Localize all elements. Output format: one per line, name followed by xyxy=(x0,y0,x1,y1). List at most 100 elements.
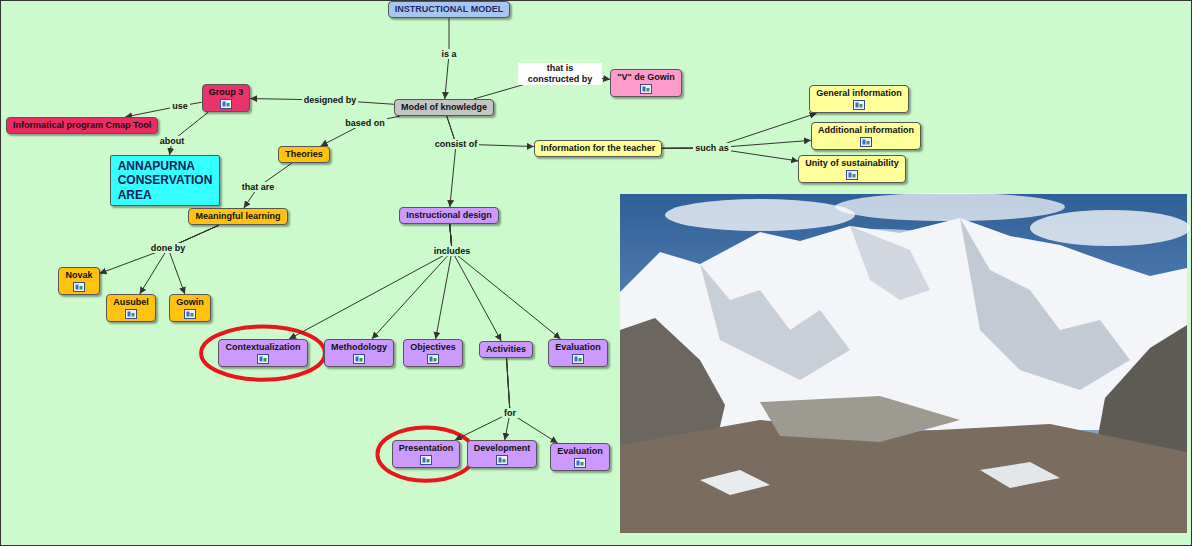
link-line xyxy=(372,224,452,339)
concept-text: Objectives xyxy=(410,342,456,353)
concept-text: Additional information xyxy=(818,125,914,136)
resource-icon xyxy=(640,84,652,94)
icon-frame xyxy=(496,456,507,465)
rock-shade xyxy=(700,264,850,380)
cloud xyxy=(835,193,1065,221)
concept-box: Gowin xyxy=(169,294,211,322)
icon-mark xyxy=(356,357,359,362)
icon-frame xyxy=(354,355,365,364)
resource-icon xyxy=(846,170,858,180)
concept-box: "V" de Gowin xyxy=(610,69,682,97)
icon-mark xyxy=(855,103,858,108)
link-line xyxy=(140,225,219,294)
link-line xyxy=(447,116,456,207)
icon-mark xyxy=(422,458,425,463)
link-phrase: use xyxy=(170,101,190,112)
concept-box: Contextualization xyxy=(218,339,307,367)
icon-frame xyxy=(257,355,268,364)
icon-mark xyxy=(646,88,649,92)
resource-icon xyxy=(496,455,508,465)
icon-frame xyxy=(640,85,651,94)
cloud xyxy=(1030,210,1190,246)
link-line xyxy=(455,358,510,440)
concept-text: Meaningful learning xyxy=(195,211,280,222)
link-line xyxy=(450,224,502,341)
link-phrase: designed by xyxy=(302,95,359,106)
icon-mark xyxy=(852,174,855,178)
concept-text: ANNAPURNA CONSERVATION AREA xyxy=(118,159,213,202)
snow-patch xyxy=(700,470,770,495)
icon-mark xyxy=(426,459,429,463)
icon-frame xyxy=(125,310,136,319)
highlight-ring xyxy=(377,428,474,481)
icon-mark xyxy=(79,286,82,290)
icon-mark xyxy=(187,312,190,317)
concept-text: Unity of sustainability xyxy=(805,158,899,169)
resource-icon xyxy=(73,282,85,292)
resource-icon xyxy=(572,354,584,364)
icon-frame xyxy=(420,456,431,465)
concept-box: Model of knowledge xyxy=(394,99,494,116)
icon-mark xyxy=(360,358,363,362)
icon-mark xyxy=(867,141,870,145)
resource-icon xyxy=(353,354,365,364)
icon-mark xyxy=(131,313,134,317)
icon-mark xyxy=(848,173,851,178)
icon-frame xyxy=(853,101,864,110)
concept-box: Presentation xyxy=(392,440,461,468)
concept-box: Instructional design xyxy=(399,207,499,224)
link-line xyxy=(289,224,452,339)
concept-box: Methodology xyxy=(324,339,394,367)
link-line xyxy=(450,224,561,339)
icon-mark xyxy=(574,357,577,362)
link-phrase: includes xyxy=(432,246,473,257)
icon-frame xyxy=(73,283,84,292)
rock-shade xyxy=(960,218,1130,390)
concept-text: Information for the teacher xyxy=(541,143,656,154)
icon-mark xyxy=(222,102,225,107)
concept-text: Contextualization xyxy=(225,342,300,353)
link-line xyxy=(168,225,219,294)
highlight-ring xyxy=(201,327,325,380)
concept-box: Informatical program Cmap Tool xyxy=(6,117,158,134)
concept-text: "V" de Gowin xyxy=(617,72,675,83)
link-phrase: about xyxy=(158,136,187,147)
icon-mark xyxy=(434,358,437,362)
resource-icon xyxy=(860,137,872,147)
resource-icon xyxy=(853,100,865,110)
icon-mark xyxy=(430,357,433,362)
concept-text: Activities xyxy=(486,344,526,355)
link-line xyxy=(507,358,558,443)
concept-box: Group 3 xyxy=(202,84,251,112)
concept-box: Information for the teacher xyxy=(534,140,663,157)
concept-text: General information xyxy=(816,88,902,99)
concept-box: Evaluation xyxy=(550,443,610,471)
icon-mark xyxy=(263,358,266,362)
link-line xyxy=(170,112,209,155)
concept-box: Meaningful learning xyxy=(188,208,287,225)
link-phrase: that is constructed by xyxy=(518,63,602,85)
icon-mark xyxy=(863,140,866,145)
concept-text: Gowin xyxy=(176,297,204,308)
resource-icon xyxy=(574,458,586,468)
icon-frame xyxy=(185,310,196,319)
concept-text: Development xyxy=(474,443,531,454)
link-line xyxy=(436,224,452,339)
icon-frame xyxy=(220,100,231,109)
concept-text: Model of knowledge xyxy=(401,102,487,113)
icon-frame xyxy=(861,138,872,147)
icon-mark xyxy=(75,285,78,290)
icon-mark xyxy=(498,458,501,463)
resource-icon xyxy=(420,455,432,465)
icon-mark xyxy=(580,462,583,466)
concept-box: Theories xyxy=(278,146,330,163)
resource-icon xyxy=(220,99,232,109)
concept-box: Evaluation xyxy=(548,339,608,367)
rock-shade xyxy=(850,226,930,300)
concept-text: Ausubel xyxy=(113,297,149,308)
glacier xyxy=(760,396,960,442)
concept-box: Unity of sustainability xyxy=(798,155,906,183)
icon-mark xyxy=(226,103,229,107)
